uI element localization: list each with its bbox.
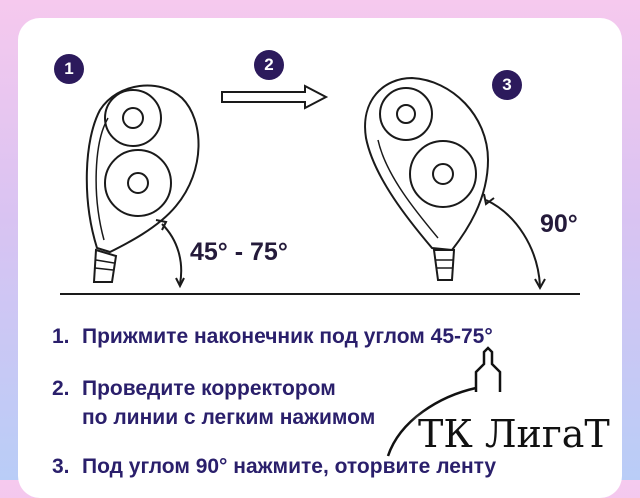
step-text: Проведите корректором <box>82 377 336 400</box>
step-3-badge: 3 <box>492 70 522 100</box>
arrow-right-icon <box>221 84 329 110</box>
illustration <box>60 76 580 457</box>
step-text: Под углом 90° нажмите, оторвите ленту <box>82 455 497 478</box>
angle-label-right: 90° <box>540 210 578 238</box>
step-1-badge: 1 <box>54 54 84 84</box>
instruction-step-2: 2. Проведите корректором по линии с легки… <box>52 374 375 432</box>
instruction-step-1: 1. Прижмите наконечник под углом 45-75° <box>52 322 493 351</box>
watermark-logo: ТК ЛигаТ <box>418 412 610 456</box>
step-number: 3. <box>52 455 70 478</box>
step-text-line2: по линии с легким нажимом <box>82 406 376 429</box>
step-text: Прижмите наконечник под углом 45-75° <box>82 325 493 348</box>
step-number: 2. <box>52 377 70 400</box>
step-2-badge: 2 <box>254 50 284 80</box>
instruction-step-3: 3. Под углом 90° нажмите, оторвите ленту <box>52 452 496 481</box>
angle-label-left: 45° - 75° <box>190 238 288 266</box>
logo-emblem-icon <box>386 346 502 457</box>
corrector-left-icon <box>85 84 200 283</box>
step-number: 1. <box>52 325 70 348</box>
angle-arc-left <box>155 219 185 289</box>
corrector-right-icon <box>364 76 490 281</box>
angle-arc-right <box>483 193 546 291</box>
